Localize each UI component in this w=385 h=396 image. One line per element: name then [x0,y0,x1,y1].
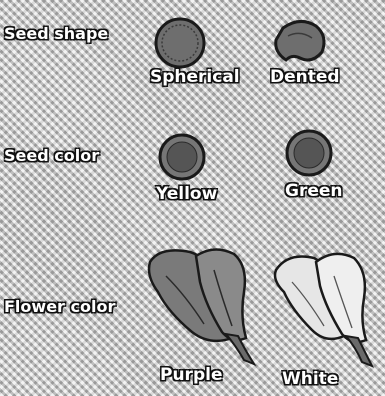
variant-label-dented: Dented [270,67,340,87]
green-seed-icon [287,131,331,175]
variant-label-purple: Purple [160,365,222,385]
variant-label-white: White [282,369,338,389]
yellow-seed-icon [160,135,204,179]
variant-label-green: Green [285,181,343,201]
variant-label-spherical: Spherical [150,67,240,87]
trait-label-seed-color: Seed color [4,146,99,165]
trait-label-seed-shape: Seed shape [4,24,108,43]
variant-label-yellow: Yellow [156,184,217,204]
purple-flower-icon [149,249,254,364]
trait-label-flower-color: Flower color [4,297,115,316]
round-seed-icon [156,19,204,67]
white-flower-icon [275,254,372,366]
dented-seed-icon [276,21,324,60]
